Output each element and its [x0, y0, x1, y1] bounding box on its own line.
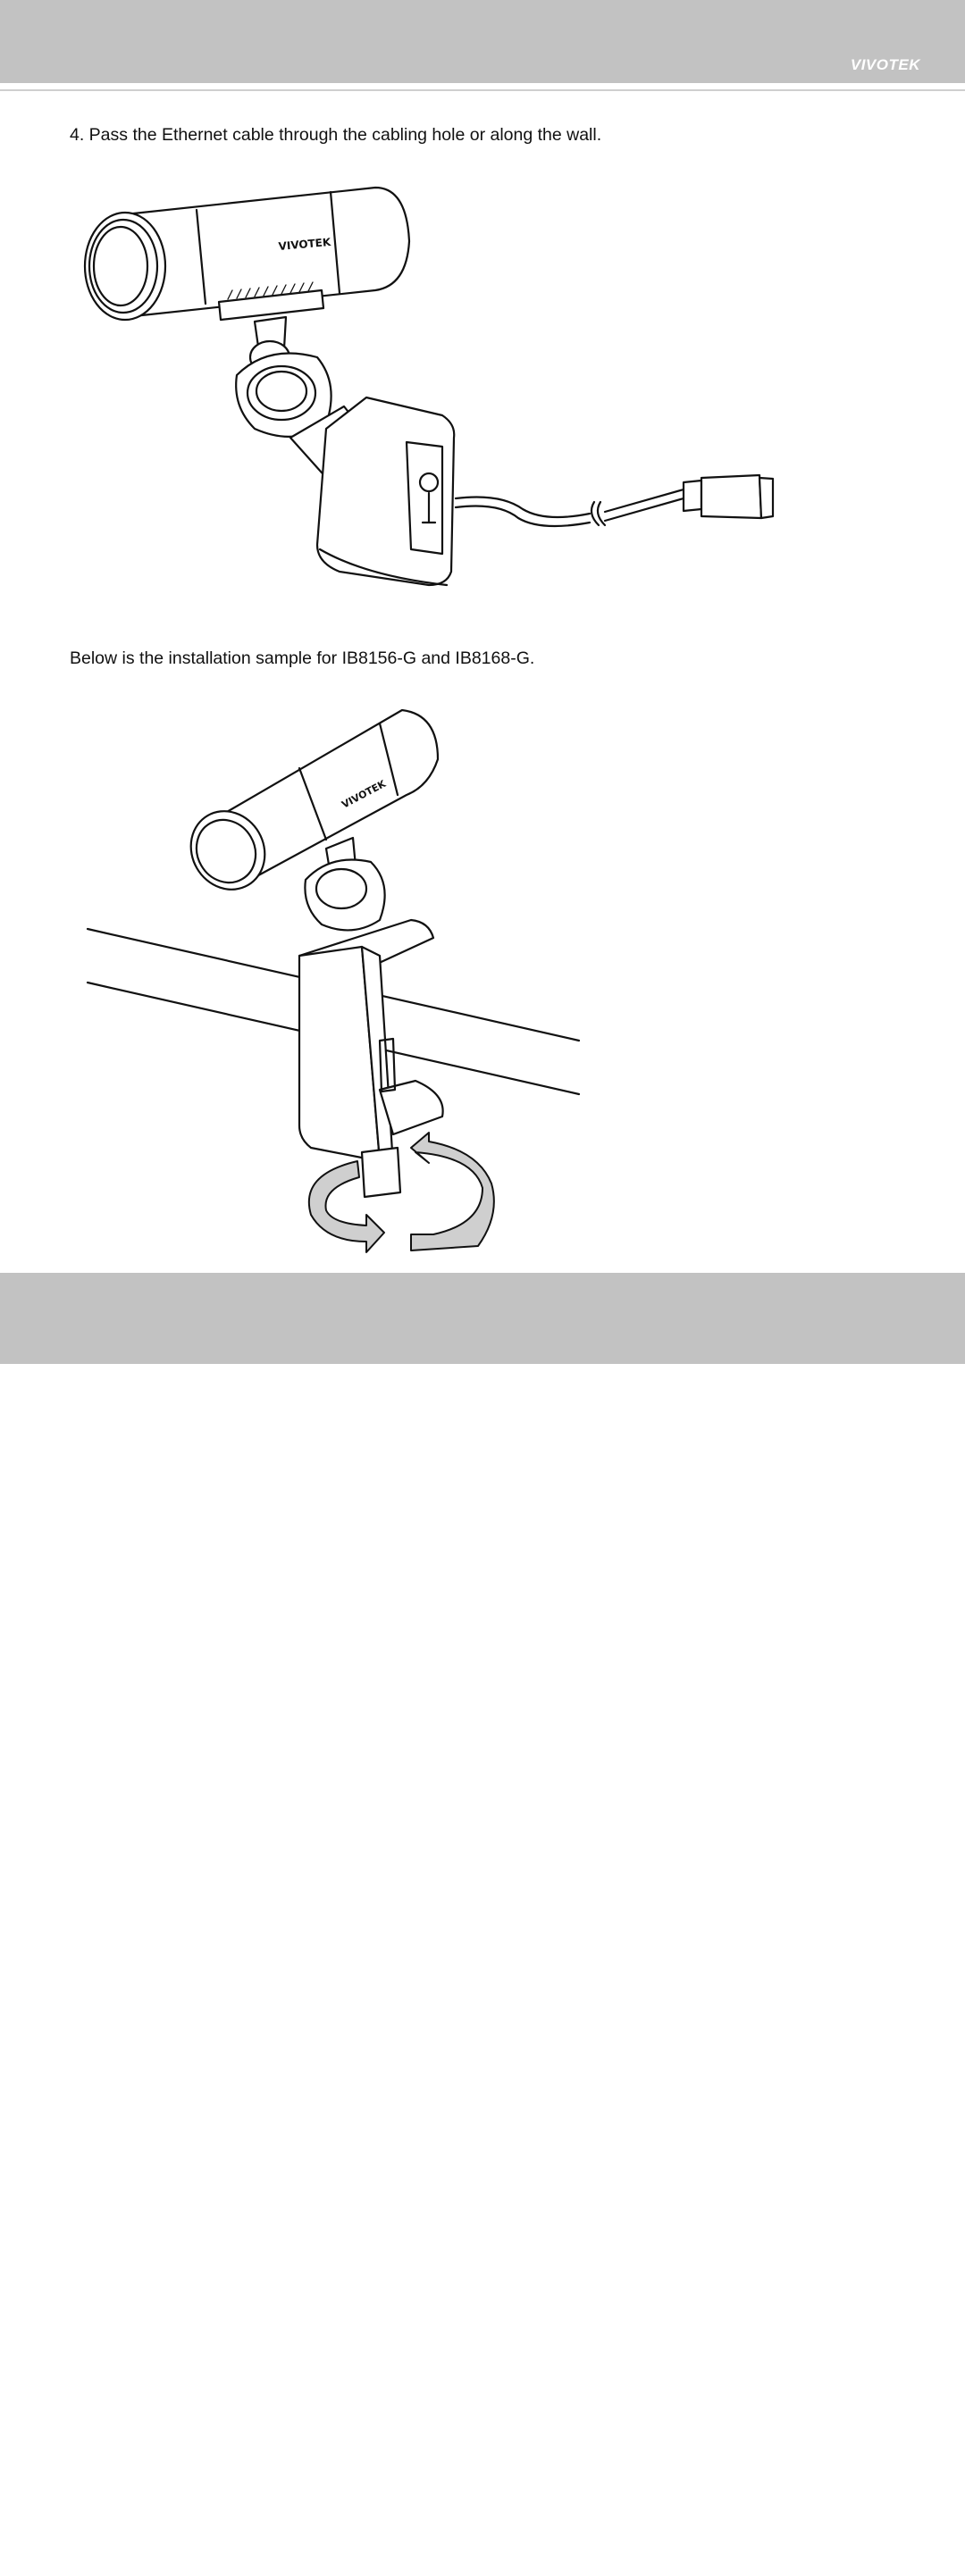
header-divider: [0, 89, 965, 91]
footer-bar: User's Manual - 7: [0, 1273, 965, 2576]
header-bar: VIVOTEK: [0, 0, 965, 83]
step-4-instruction: 4. Pass the Ethernet cable through the c…: [70, 125, 602, 145]
brand-logo-text: VIVOTEK: [850, 56, 920, 73]
installation-sample-caption: Below is the installation sample for IB8…: [70, 648, 535, 668]
camera-brand-label: VIVOTEK: [278, 236, 331, 253]
page-number-label: User's Manual - 7: [797, 2562, 895, 2576]
camera-wall-mount-illustration: VIVOTEK: [71, 170, 804, 607]
camera-clamp-mount-illustration: VIVOTEK: [71, 688, 608, 1259]
